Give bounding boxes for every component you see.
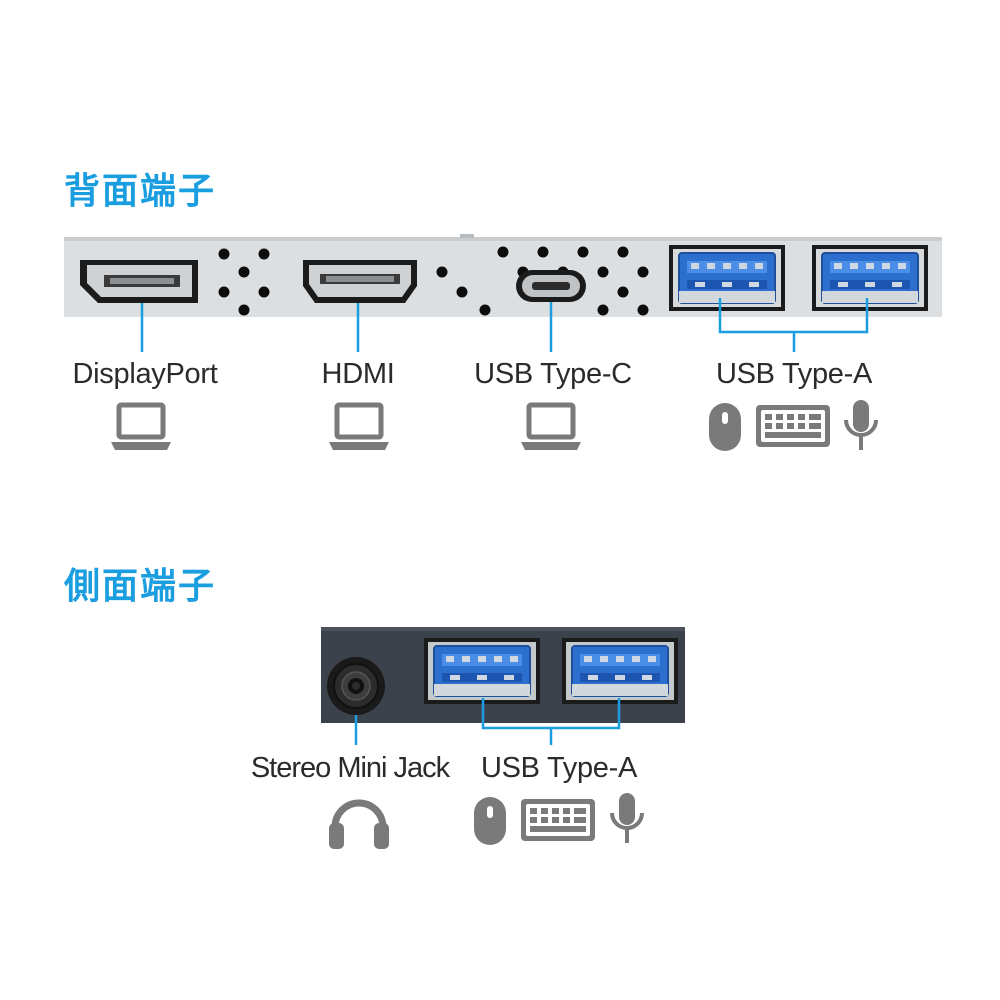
mouse-icon [474, 797, 506, 845]
vent-holes [218, 246, 649, 316]
rear-callout-lines [140, 298, 869, 352]
laptop-icon [111, 405, 171, 450]
rear-port-label-usb-c: USB Type-C [474, 358, 632, 390]
headphones-icon [329, 803, 389, 849]
side-section-title: 側面端子 [64, 566, 217, 607]
laptop-icon [329, 405, 389, 450]
rear-port-label-usb-a: USB Type-A [715, 358, 873, 390]
rear-port-label-displayport: DisplayPort [72, 358, 218, 390]
side-usb-a-connector-1 [424, 638, 540, 704]
hdmi-connector [303, 260, 417, 303]
displayport-connector [80, 260, 198, 303]
laptop-icon [521, 405, 581, 450]
side-usb-a-connector-2 [562, 638, 678, 704]
rear-panel [64, 234, 942, 317]
side-port-label-usb-a: USB Type-A [480, 752, 638, 784]
microphone-icon [610, 791, 644, 845]
rear-usb-a-connector-1 [669, 245, 785, 311]
stereo-mini-jack-connector [327, 657, 385, 715]
rear-section-title: 背面端子 [64, 171, 217, 212]
rear-port-label-hdmi: HDMI [321, 358, 395, 390]
side-callout-lines [354, 698, 621, 745]
side-panel [321, 627, 685, 723]
microphone-icon [844, 398, 878, 452]
usb-c-connector [516, 270, 586, 302]
side-port-label-stereo-mini-jack: Stereo Mini Jack [250, 752, 450, 784]
mouse-icon [709, 403, 741, 451]
keyboard-icon [521, 799, 595, 841]
keyboard-icon [756, 405, 830, 447]
rear-usb-a-connector-2 [812, 245, 928, 311]
